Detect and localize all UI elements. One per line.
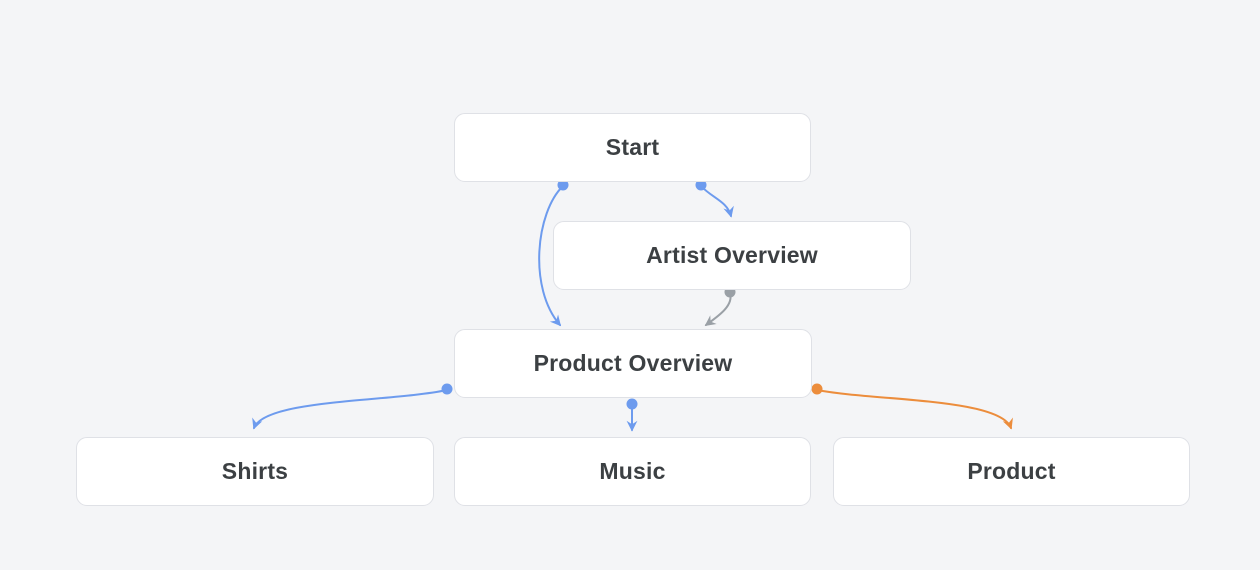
node-shirts-label: Shirts <box>221 458 289 484</box>
edge-product-overview-to-music[interactable] <box>626 398 638 432</box>
edge-start-to-artist-overview[interactable] <box>695 179 734 218</box>
node-product[interactable]: Product <box>833 437 1190 506</box>
edge-line[interactable] <box>538 185 564 327</box>
edge-origin-dot <box>695 179 707 191</box>
node-artist-overview-label: Artist Overview <box>646 242 818 268</box>
node-start-label: Start <box>605 134 660 160</box>
edge-artist-overview-to-product-overview[interactable] <box>704 286 736 326</box>
edge-start-to-product-overview[interactable] <box>538 179 569 327</box>
node-product-overview-label: Product Overview <box>533 350 733 376</box>
edge-origin-dot <box>441 383 453 395</box>
edge-product-overview-to-shirts[interactable] <box>252 383 453 430</box>
node-music[interactable]: Music <box>454 437 811 506</box>
node-music-label: Music <box>599 458 666 484</box>
edge-line[interactable] <box>700 185 734 218</box>
edge-line[interactable] <box>816 389 1013 430</box>
edge-origin-dot <box>557 179 569 191</box>
edge-origin-dot <box>811 383 823 395</box>
edge-origin-dot <box>626 398 638 410</box>
node-product-label: Product <box>967 458 1056 484</box>
node-product-overview[interactable]: Product Overview <box>454 329 812 398</box>
node-artist-overview[interactable]: Artist Overview <box>553 221 911 290</box>
node-shirts[interactable]: Shirts <box>76 437 434 506</box>
edge-line[interactable] <box>252 389 448 430</box>
node-start[interactable]: Start <box>454 113 811 182</box>
edge-product-overview-to-product[interactable] <box>811 383 1013 430</box>
edge-line[interactable] <box>704 292 732 326</box>
